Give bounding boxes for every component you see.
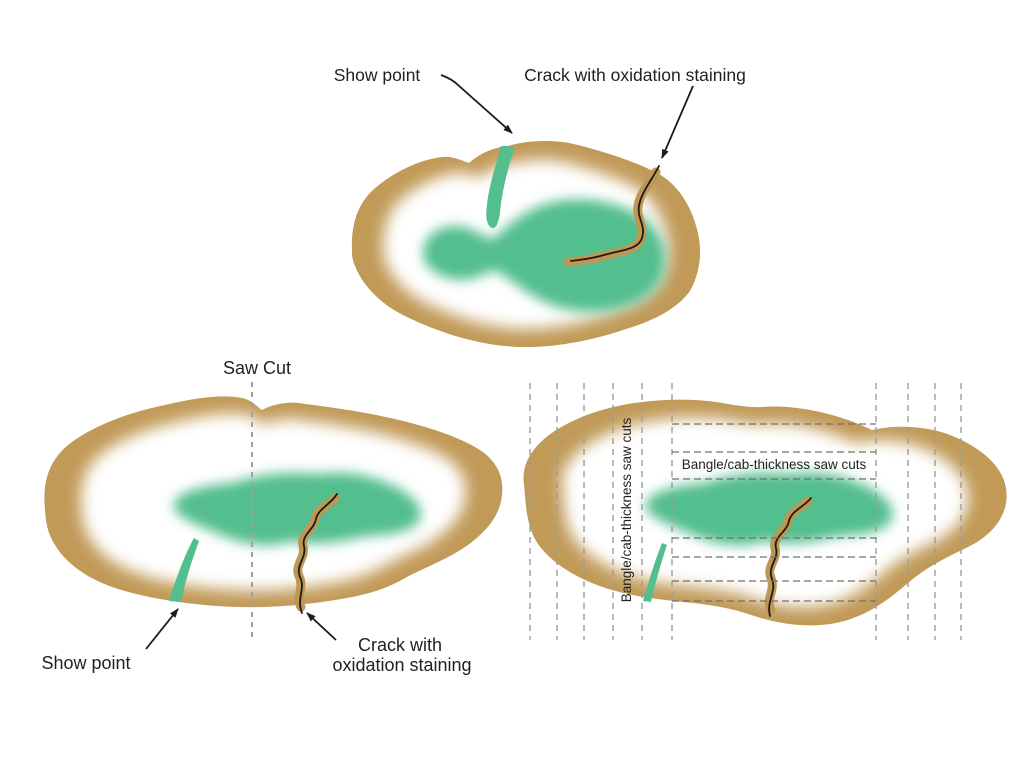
crack-label: Crack with oxidation staining bbox=[524, 65, 746, 85]
jade-core bbox=[173, 472, 421, 546]
bangle-cab-horizontal-label: Bangle/cab-thickness saw cuts bbox=[682, 457, 867, 472]
figure-bangle-cab-saw-cuts: Bangle/cab-thickness saw cuts Bangle/cab… bbox=[523, 383, 1007, 640]
crack-arrow bbox=[661, 85, 694, 159]
bottom-right-labels: Bangle/cab-thickness saw cuts Bangle/cab… bbox=[619, 417, 867, 602]
figure-single-saw-cut: Saw Cut Show point Crack with oxidation … bbox=[41, 358, 503, 675]
crack-label-line1: Crack with bbox=[358, 635, 442, 655]
top-labels: Show point Crack with oxidation staining bbox=[334, 65, 746, 85]
show-point-arrow bbox=[440, 74, 513, 134]
bangle-cab-vertical-label: Bangle/cab-thickness saw cuts bbox=[619, 417, 634, 602]
figure-rough-boulder: Show point Crack with oxidation staining bbox=[334, 65, 746, 348]
show-point-vein bbox=[486, 146, 515, 229]
show-point-vein bbox=[643, 543, 667, 602]
bottom-left-arrows bbox=[145, 608, 337, 650]
horizontal-saw-cut-lines bbox=[672, 423, 876, 602]
show-point-label: Show point bbox=[41, 653, 130, 673]
show-point-vein bbox=[169, 538, 199, 602]
show-point-label: Show point bbox=[334, 65, 421, 85]
crack-line bbox=[768, 497, 812, 617]
saw-cut-label: Saw Cut bbox=[223, 358, 291, 378]
crack-arrow bbox=[306, 612, 337, 641]
vertical-saw-cut-lines bbox=[529, 383, 962, 640]
jade-core bbox=[645, 472, 893, 546]
crack-line bbox=[297, 493, 338, 614]
crack-line bbox=[570, 165, 660, 262]
bottom-left-labels: Saw Cut Show point Crack with oxidation … bbox=[41, 358, 471, 675]
jade-core bbox=[422, 199, 666, 312]
top-arrows bbox=[440, 74, 694, 159]
show-point-arrow bbox=[145, 608, 179, 650]
crack-label-line2: oxidation staining bbox=[332, 655, 471, 675]
